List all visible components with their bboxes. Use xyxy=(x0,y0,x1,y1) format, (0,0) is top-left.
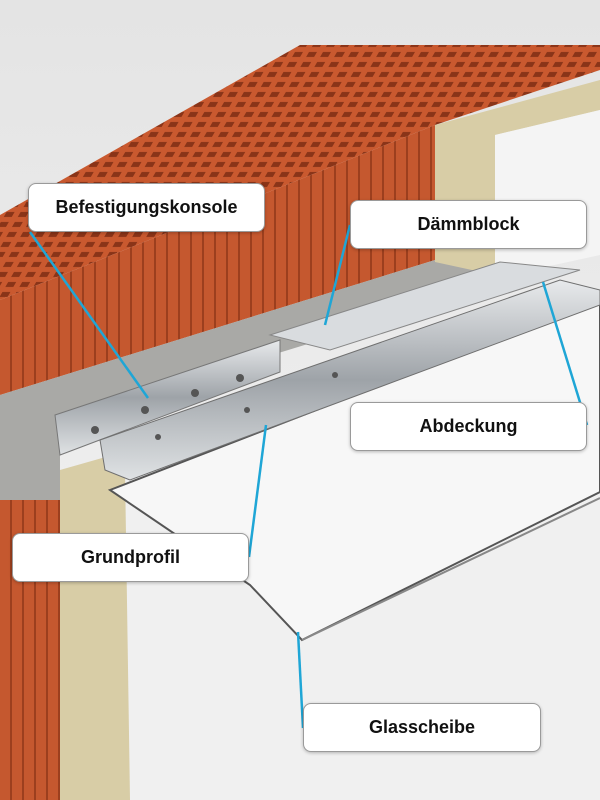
wall-panel-top-right xyxy=(495,110,600,278)
label-base-profile: Grundprofil xyxy=(12,533,249,582)
leader-base-profile xyxy=(247,424,268,558)
brick-front-face xyxy=(0,125,435,395)
leader-bracket xyxy=(28,231,150,399)
label-glass-pane: Glasscheibe xyxy=(303,703,541,752)
label-insulation-block: Dämmblock xyxy=(350,200,587,249)
leader-glass-pane xyxy=(296,631,305,729)
leader-cover xyxy=(541,281,589,426)
insulation-left xyxy=(60,450,130,800)
label-cover: Abdeckung xyxy=(350,402,587,451)
brick-top-surface xyxy=(0,45,600,300)
label-bracket: Befestigungskonsole xyxy=(28,183,265,232)
leader-insulation-block xyxy=(323,224,352,326)
cover-profile xyxy=(268,261,581,351)
steel-bracket xyxy=(54,339,281,456)
base-profile xyxy=(99,279,600,481)
leader-lines xyxy=(28,224,589,729)
